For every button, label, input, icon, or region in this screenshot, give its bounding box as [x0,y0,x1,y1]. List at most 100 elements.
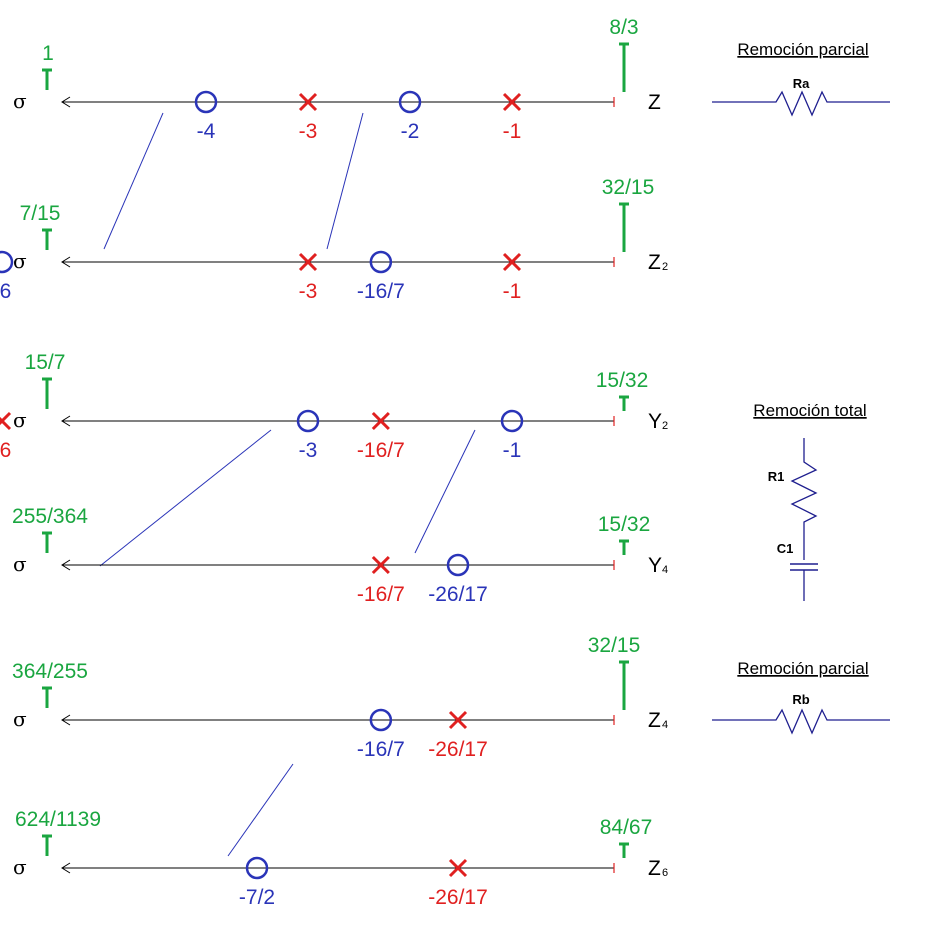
zero-label: -2 [401,120,420,143]
function-label: Y [648,554,662,577]
function-subscript: 4 [662,564,668,576]
connector-line [99,429,272,567]
left-gain-marker: 624/1139 [15,808,101,856]
sigma-label: σ [13,855,27,879]
left-gain-marker: 364/255 [12,660,88,708]
component-label: C1 [777,541,794,556]
gain-label: 32/15 [602,176,655,199]
zero-label: -6 [0,280,11,303]
left-gain-marker: 15/7 [25,351,66,409]
right-gain-marker: 32/15 [602,176,655,252]
function-subscript: 2 [662,261,668,273]
zero-label: -3 [299,439,318,462]
axis-arrow [61,415,71,427]
gain-label: 255/364 [12,505,88,528]
function-label: Z [648,251,661,274]
resistor-symbol [712,90,890,117]
zero-marker [446,553,470,577]
gain-label: 84/67 [600,816,653,839]
pole-label: -3 [299,280,318,303]
zero-marker [194,90,218,114]
connector-line [414,429,476,554]
pole-label: -1 [503,120,522,143]
function-label: Z [648,91,661,114]
zero-label: -26/17 [428,583,488,606]
axis-arrow [61,559,71,571]
sigma-label: σ [13,249,27,273]
pole-zero-rows: σZ18/3-4-2-3-1σZ27/1532/15-6-16/7-3-1σY2… [0,16,668,909]
function-label: Y [648,410,662,433]
removal-title: Remoción parcial [737,40,868,59]
pole-marker [371,411,390,431]
zero-label: -7/2 [239,886,275,909]
removal-partial-a: Remoción parcial Ra [712,40,890,117]
function-subscript: 2 [662,420,668,432]
right-gain-marker: 15/32 [598,513,651,555]
right-gain-marker: 84/67 [600,816,653,858]
pole-label: -1 [503,280,522,303]
axis-arrow [61,256,71,268]
axis-arrow [61,714,71,726]
pole-marker [448,710,468,730]
pole-label: -16/7 [357,439,405,462]
pole-label: -26/17 [428,738,488,761]
zero-marker [245,856,269,880]
pole-marker [448,858,468,878]
gain-label: 8/3 [609,16,638,39]
gain-label: 32/15 [588,634,641,657]
pole-marker [298,252,318,272]
gain-label: 15/32 [598,513,651,536]
left-gain-marker: 7/15 [20,202,61,250]
pole-marker [371,555,390,575]
right-gain-marker: 32/15 [588,634,641,710]
connector-line [103,112,164,250]
resistor-symbol [712,708,890,735]
pole-zero-row: σ Z2 7/15 32/15 -6 -16/7 -3 -1 [0,176,668,303]
sigma-label: σ [13,408,27,432]
right-gain-marker: 15/32 [596,369,649,411]
pole-label: -26/17 [428,886,488,909]
zero-marker [398,90,422,114]
function-subscript: 4 [662,719,668,731]
connector-line [326,112,364,250]
pole-marker [298,92,318,112]
zero-marker [369,250,393,274]
sigma-label: σ [13,552,27,576]
removal-title: Remoción total [753,401,866,420]
zero-label: -16/7 [357,738,405,761]
pole-marker [0,411,12,431]
axis-arrow [61,96,71,108]
zero-marker [500,409,524,433]
gain-label: 15/32 [596,369,649,392]
connector-line [227,763,294,857]
gain-label: 15/7 [25,351,66,374]
left-gain-marker: 1 [42,42,54,90]
gain-label: 364/255 [12,660,88,683]
zero-marker [296,409,320,433]
removal-title: Remoción parcial [737,659,868,678]
component-label: Rb [792,692,809,707]
removal-total: Remoción total R1 C1 [753,401,867,601]
pole-label: -3 [299,120,318,143]
gain-label: 1 [42,42,54,65]
zero-label: -16/7 [357,280,405,303]
removal-partial-b: Remoción parcial Rb [712,659,890,735]
component-label: Ra [793,76,810,91]
sigma-label: σ [13,707,27,731]
zero-marker [369,708,393,732]
gain-label: 624/1139 [15,808,101,831]
connector-lines [99,112,476,857]
pole-marker [502,92,522,112]
function-label: Z [648,709,661,732]
function-label: Z [648,857,661,880]
resistor-symbol [790,438,818,560]
gain-label: 7/15 [20,202,61,225]
pole-label: -16/7 [357,583,405,606]
zero-label: -1 [503,439,522,462]
